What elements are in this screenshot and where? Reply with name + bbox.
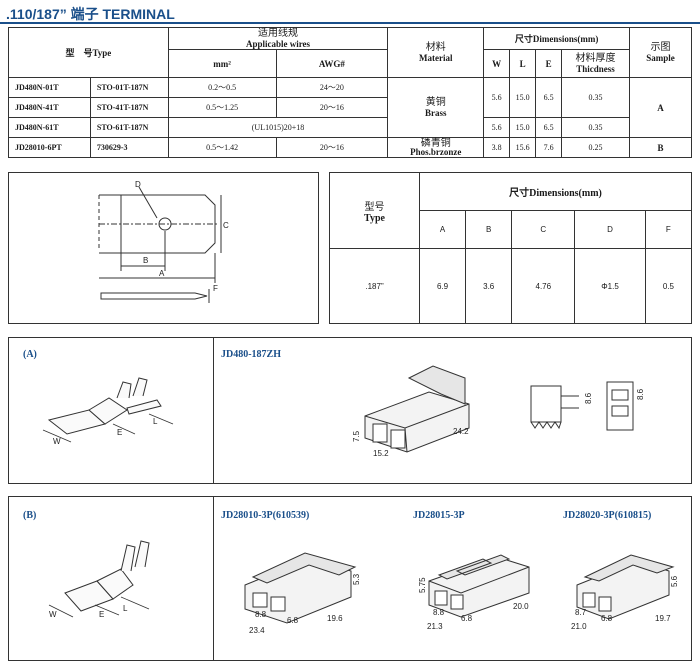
tab-drawing: D B A C F — [98, 180, 229, 303]
label-f: F — [213, 284, 218, 293]
housing-a-w: 15.2 — [373, 449, 389, 458]
h1-h: 5.3 — [352, 573, 361, 585]
dims-col: F — [644, 210, 693, 249]
terminal-b-w: W — [49, 610, 57, 619]
table-row: .187” 6.9 3.6 4.76 Φ1.5 0.5 — [329, 248, 693, 324]
dims-col: C — [511, 210, 576, 249]
section-a-box: W E L 7.5 15.2 24.2 8.6 8.6 (A) JD480-18… — [8, 337, 692, 484]
section-b-model-1: JD28010-3P(610539) — [221, 510, 310, 521]
h2-d: 20.0 — [513, 602, 529, 611]
h3-w: 21.0 — [571, 622, 587, 631]
h1-p1: 8.8 — [255, 610, 267, 619]
h1-w: 23.4 — [249, 626, 265, 635]
h3-d: 19.7 — [655, 614, 671, 623]
terminal-b-l: L — [123, 604, 128, 613]
label-d: D — [135, 180, 141, 189]
type-header: 型 号Type — [8, 27, 169, 78]
h3-p2: 6.8 — [601, 614, 613, 623]
dims-col: B — [465, 210, 513, 249]
awg-header: AWG# — [275, 49, 389, 78]
title-rule — [0, 22, 700, 24]
housing-a-h: 7.5 — [352, 430, 361, 442]
dims-col: A — [418, 210, 467, 249]
dims-header: 尺寸Dimensions(mm) — [483, 27, 631, 50]
section-b-divider — [213, 497, 214, 660]
section-a-divider — [213, 338, 214, 483]
dims-col: D — [574, 210, 646, 249]
h1-d: 19.6 — [327, 614, 343, 623]
h2-w: 21.3 — [427, 622, 443, 631]
h1-p2: 6.8 — [287, 616, 299, 625]
h2-p2: 6.8 — [461, 614, 473, 623]
sample-b: B — [629, 137, 692, 158]
h2-p1: 8.8 — [433, 608, 445, 617]
table-row: JD480N-01T STO-01T-187N 0.2～0.5 24～20 黄铜… — [8, 77, 692, 138]
h2-h: 5.75 — [418, 577, 427, 593]
sample-a: A — [629, 77, 692, 138]
section-b-label: (B) — [23, 510, 37, 521]
terminal-a-w: W — [53, 437, 61, 446]
l-header: L — [509, 49, 537, 78]
housing-a-s1: 8.6 — [584, 392, 593, 404]
label-b: B — [143, 256, 148, 265]
e-header: E — [535, 49, 563, 78]
h3-h: 5.6 — [670, 575, 679, 587]
page-title: .110/187” 端子 TERMINAL — [6, 6, 175, 22]
dims-title: 尺寸Dimensions(mm) — [419, 172, 692, 211]
terminal-b-e: E — [99, 610, 104, 619]
table-row: JD480N-61T STO-61T-187N (UL1015)20+18 5.… — [8, 117, 692, 138]
housing-a-s2: 8.6 — [636, 388, 645, 400]
h3-p1: 8.7 — [575, 608, 587, 617]
section-a-model: JD480-187ZH — [221, 349, 281, 360]
section-a-label: (A) — [23, 349, 37, 360]
section-b-drawings: W E L 8.8 6.8 23.4 19.6 5.3 5.75 8.8 6.8… — [48, 540, 679, 635]
label-a: A — [159, 269, 165, 278]
section-b-model-2: JD28015-3P — [413, 510, 465, 521]
terminal-a-e: E — [117, 428, 122, 437]
section-b-box: W E L 8.8 6.8 23.4 19.6 5.3 5.75 8.8 6.8… — [8, 496, 692, 661]
housing-a-l: 24.2 — [453, 427, 469, 436]
mm2-header: mm² — [167, 49, 277, 78]
section-a-drawings: W E L 7.5 15.2 24.2 8.6 8.6 — [42, 365, 645, 458]
tab-drawing-box: D B A C F — [8, 172, 319, 324]
label-c: C — [223, 221, 229, 230]
table-row: JD480N-41T STO-41T-187N 0.5～1.25 20～16 — [8, 97, 692, 118]
terminal-a-l: L — [153, 417, 158, 426]
section-b-model-3: JD28020-3P(610815) — [563, 510, 652, 521]
w-header: W — [483, 49, 511, 78]
